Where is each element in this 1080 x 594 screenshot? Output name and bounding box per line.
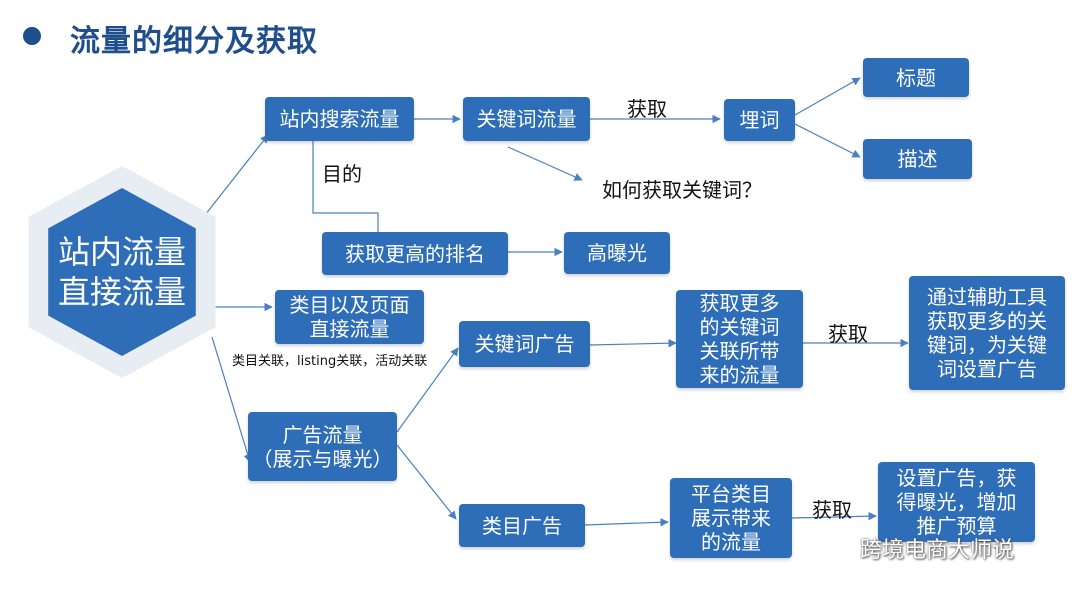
hexagon-label: 站内流量 直接流量 [48, 188, 196, 356]
arrow-platform-to-setup [791, 511, 877, 521]
ad-traffic-box: 广告流量 （展示与曝光） [248, 412, 397, 481]
high-exposure-box: 高曝光 [564, 232, 670, 274]
obtain-label-2: 获取 [828, 322, 868, 346]
wechat-icon [821, 536, 852, 560]
purpose-label: 目的 [322, 162, 362, 186]
title-bullet [23, 27, 41, 45]
purpose-connector [312, 141, 379, 232]
arrow-keyword-to-how [507, 146, 583, 181]
description-box: 描述 [863, 139, 972, 179]
embed-words-box: 埋词 [724, 99, 795, 141]
setup-ads-box: 设置广告，获 得曝光，增加 推广预算 [878, 462, 1035, 542]
site-search-traffic-box: 站内搜索流量 [265, 97, 414, 141]
obtain-label-3: 获取 [812, 498, 852, 522]
category-ads-box: 类目广告 [459, 504, 585, 547]
arrow-ad-to-category-ads [396, 444, 457, 520]
arrow-hex-to-ad-traffic [211, 336, 252, 463]
tools-keywords-box: 通过辅助工具 获取更多的关 键词，为关键 词设置广告 [909, 276, 1065, 390]
title-box: 标题 [863, 58, 969, 97]
arrow-ad-to-keyword-ads [396, 347, 459, 433]
page-title: 流量的细分及获取 [70, 24, 318, 59]
central-hexagon: 站内流量 直接流量 [18, 166, 226, 378]
platform-category-traffic-box: 平台类目 展示带来 的流量 [670, 478, 792, 558]
keyword-traffic-box: 关键词流量 [463, 97, 590, 141]
arrow-embed-to-description [794, 123, 861, 158]
arrow-embed-to-title [794, 77, 861, 116]
how-to-get-keywords-label: 如何获取关键词？ [602, 178, 762, 202]
keyword-ads-box: 关键词广告 [459, 321, 590, 367]
arrow-hex-to-site-search [204, 134, 269, 216]
arrow-category-ads-to-platform [584, 518, 669, 527]
obtain-label-1: 获取 [627, 97, 667, 121]
relations-note: 类目关联，listing关联，活动关联 [232, 354, 428, 369]
more-keywords-traffic-box: 获取更多 的关键词 关联所带 来的流量 [676, 290, 803, 388]
higher-rank-box: 获取更高的排名 [322, 232, 508, 275]
arrow-keyword-ads-to-more [589, 338, 677, 348]
watermark: 跨境电商大师说 [820, 532, 1014, 564]
category-page-traffic-box: 类目以及页面 直接流量 [275, 290, 424, 344]
watermark-text: 跨境电商大师说 [860, 538, 1015, 563]
